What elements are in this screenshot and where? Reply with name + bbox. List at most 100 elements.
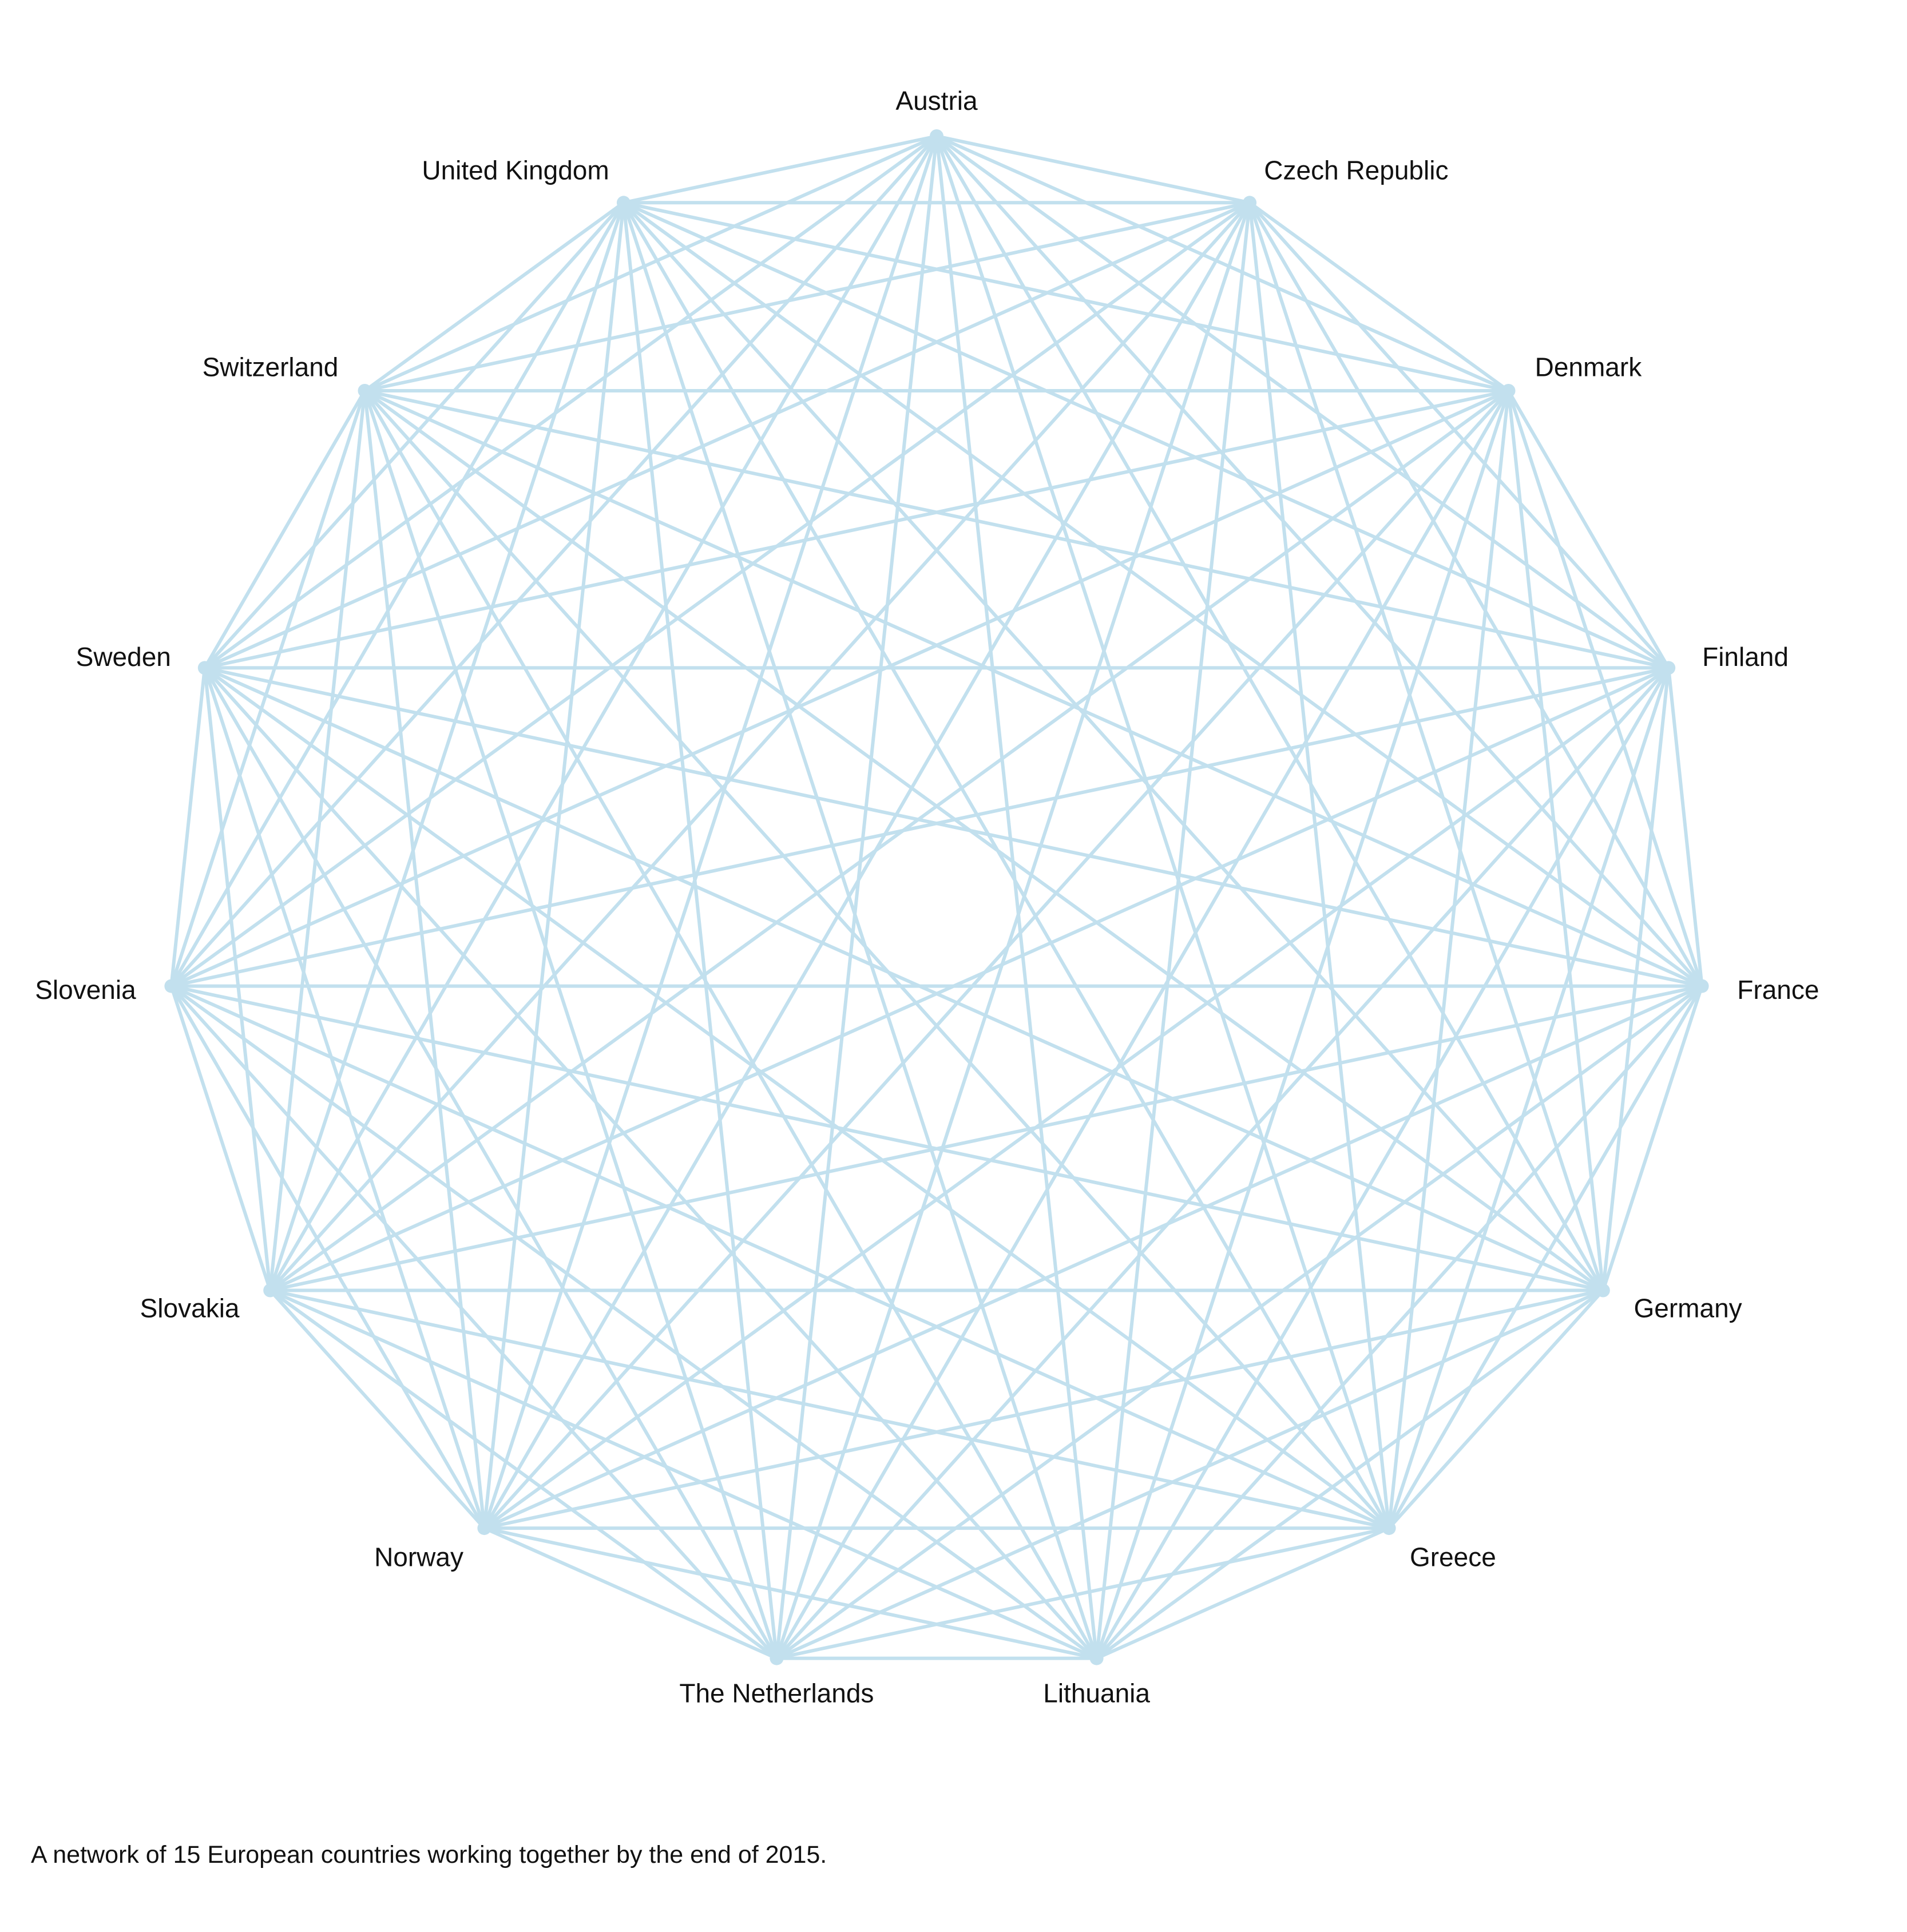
edge-austria-norway xyxy=(482,134,938,1530)
edge-denmark-lithuania xyxy=(1095,389,1510,1660)
edge-lithuania-norway xyxy=(482,1526,1099,1660)
edge-slovakia-united-kingdom xyxy=(268,201,625,1292)
label-finland: Finland xyxy=(1702,642,1789,672)
edge-austria-sweden xyxy=(203,134,938,670)
label-greece: Greece xyxy=(1410,1542,1496,1572)
edge-norway-sweden xyxy=(203,666,486,1530)
edge-norway-slovakia xyxy=(268,1288,486,1530)
label-norway: Norway xyxy=(374,1542,463,1572)
edge-austria-germany xyxy=(935,134,1605,1292)
edge-the-netherlands-switzerland xyxy=(363,389,779,1660)
edge-france-norway xyxy=(482,984,1704,1530)
edge-denmark-finland xyxy=(1506,389,1671,670)
edge-france-the-netherlands xyxy=(775,984,1704,1660)
edge-germany-united-kingdom xyxy=(621,201,1605,1292)
label-austria: Austria xyxy=(895,86,978,116)
edge-finland-germany xyxy=(1601,666,1671,1292)
label-denmark: Denmark xyxy=(1535,352,1643,382)
node-france xyxy=(1695,979,1709,993)
label-switzerland: Switzerland xyxy=(203,352,339,382)
edge-austria-slovakia xyxy=(268,134,938,1292)
edge-denmark-united-kingdom xyxy=(621,201,1510,392)
edge-germany-greece xyxy=(1387,1288,1605,1530)
node-switzerland xyxy=(358,384,372,398)
edge-the-netherlands-slovakia xyxy=(268,1288,779,1660)
edge-czech-republic-slovakia xyxy=(268,201,1252,1292)
edge-czech-republic-denmark xyxy=(1248,201,1510,392)
edge-finland-switzerland xyxy=(363,389,1671,670)
edge-france-united-kingdom xyxy=(621,201,1704,988)
edge-greece-sweden xyxy=(203,666,1391,1530)
edge-denmark-the-netherlands xyxy=(775,389,1510,1660)
edge-czech-republic-finland xyxy=(1248,201,1671,670)
edge-germany-slovenia xyxy=(169,984,1605,1292)
edge-france-greece xyxy=(1387,984,1704,1530)
edge-slovenia-sweden xyxy=(169,666,207,988)
edge-greece-united-kingdom xyxy=(621,201,1391,1530)
edge-austria-united-kingdom xyxy=(621,134,938,205)
network-nodes xyxy=(164,129,1709,1665)
edge-denmark-norway xyxy=(482,389,1510,1530)
edge-austria-lithuania xyxy=(935,134,1099,1660)
edge-greece-lithuania xyxy=(1095,1526,1391,1660)
edge-france-slovakia xyxy=(268,984,1704,1292)
edge-the-netherlands-slovenia xyxy=(169,984,779,1660)
edge-denmark-germany xyxy=(1506,389,1605,1292)
node-norway xyxy=(477,1521,491,1536)
edge-austria-finland xyxy=(935,134,1671,670)
node-slovenia xyxy=(164,979,179,993)
edge-france-switzerland xyxy=(363,389,1704,988)
label-slovenia: Slovenia xyxy=(35,975,136,1005)
node-united-kingdom xyxy=(616,196,631,210)
figure-caption: A network of 15 European countries worki… xyxy=(31,1841,827,1868)
edge-denmark-greece xyxy=(1387,389,1510,1530)
edge-denmark-sweden xyxy=(203,389,1510,670)
edge-finland-greece xyxy=(1387,666,1671,1530)
edge-lithuania-slovenia xyxy=(169,984,1099,1660)
node-lithuania xyxy=(1089,1651,1104,1665)
edge-austria-czech-republic xyxy=(935,134,1252,205)
edge-austria-denmark xyxy=(935,134,1510,392)
edge-germany-norway xyxy=(482,1288,1605,1530)
edge-switzerland-united-kingdom xyxy=(363,201,625,392)
edge-sweden-united-kingdom xyxy=(203,201,625,670)
node-denmark xyxy=(1501,384,1516,398)
edge-czech-republic-sweden xyxy=(203,201,1252,670)
edge-austria-the-netherlands xyxy=(775,134,938,1660)
edge-finland-the-netherlands xyxy=(775,666,1671,1660)
edge-norway-slovenia xyxy=(169,984,486,1530)
edge-denmark-france xyxy=(1506,389,1704,988)
node-the-netherlands xyxy=(770,1651,784,1665)
edge-czech-republic-slovenia xyxy=(169,201,1252,988)
edge-austria-greece xyxy=(935,134,1391,1530)
edge-slovenia-switzerland xyxy=(169,389,367,988)
label-united-kingdom: United Kingdom xyxy=(422,156,609,185)
label-france: France xyxy=(1737,975,1819,1005)
node-germany xyxy=(1596,1283,1610,1298)
edge-finland-united-kingdom xyxy=(621,201,1671,670)
edge-france-lithuania xyxy=(1095,984,1704,1660)
edge-czech-republic-switzerland xyxy=(363,201,1252,392)
label-the-netherlands: The Netherlands xyxy=(679,1678,874,1708)
edge-finland-lithuania xyxy=(1095,666,1671,1660)
edge-austria-switzerland xyxy=(363,134,938,392)
edge-austria-slovenia xyxy=(169,134,938,988)
node-greece xyxy=(1382,1521,1396,1536)
node-czech-republic xyxy=(1243,196,1257,210)
edge-germany-the-netherlands xyxy=(775,1288,1605,1660)
label-sweden: Sweden xyxy=(76,642,171,672)
edge-slovakia-switzerland xyxy=(268,389,367,1292)
label-slovakia: Slovakia xyxy=(140,1294,240,1323)
edge-the-netherlands-sweden xyxy=(203,666,779,1660)
edge-slovakia-sweden xyxy=(203,666,272,1292)
edge-lithuania-sweden xyxy=(203,666,1099,1660)
node-austria xyxy=(930,129,943,143)
edge-slovakia-slovenia xyxy=(169,984,272,1292)
edge-lithuania-united-kingdom xyxy=(621,201,1099,1660)
edge-czech-republic-greece xyxy=(1248,201,1391,1530)
edge-france-germany xyxy=(1601,984,1704,1292)
edge-greece-switzerland xyxy=(363,389,1391,1530)
edge-czech-republic-germany xyxy=(1248,201,1605,1292)
